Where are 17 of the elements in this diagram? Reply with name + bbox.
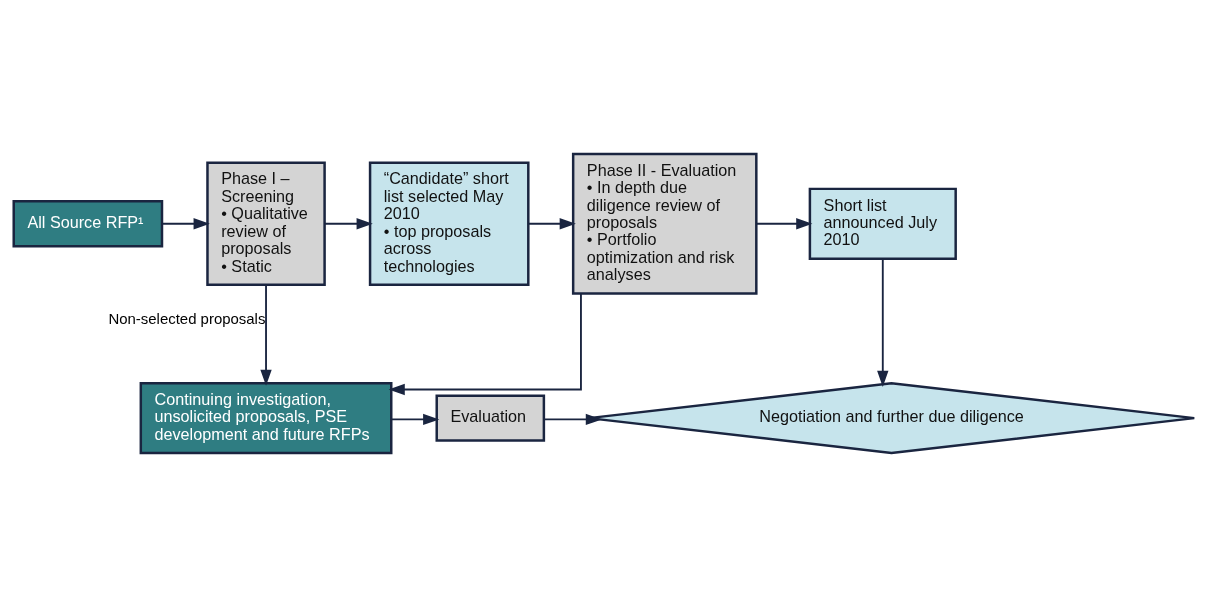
arrow (543, 413, 602, 425)
arrow (877, 257, 889, 387)
node-box: Continuing investigation, unsolicited proposals, PSE development and future RFPs (139, 381, 393, 454)
node-box: All Source RFP¹ (12, 199, 164, 247)
arrow (390, 413, 440, 425)
node-box: “Candidate” short list selected May 2010 • top proposals across technologies (368, 160, 530, 286)
arrow (388, 292, 582, 395)
node-box: Evaluation (435, 393, 546, 442)
arrow (324, 217, 373, 229)
arrow (260, 283, 272, 386)
arrow (161, 217, 210, 229)
arrow (527, 217, 576, 229)
edge-label: Non-selected proposals (108, 309, 266, 327)
node-box: Short list announced July 2010 (808, 187, 957, 260)
node-box: Phase I – Screening • Qualitative review of proposals • Static (206, 160, 326, 286)
node-box: Phase II - Evaluation • In depth due diligence review of proposals • Portfolio optimization and risk analyses (571, 152, 758, 295)
arrow (755, 217, 813, 229)
